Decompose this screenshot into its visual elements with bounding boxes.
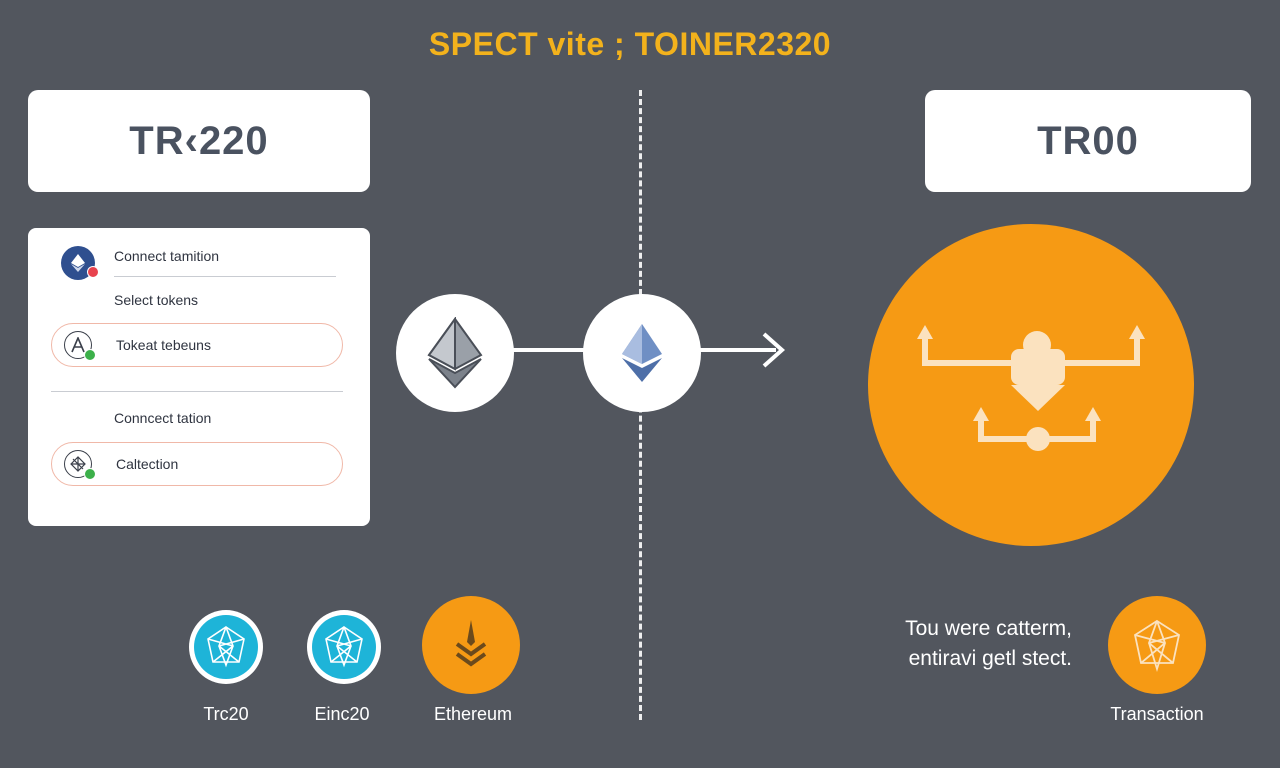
network-icon bbox=[64, 450, 96, 480]
step-connection-label: Conncect tation bbox=[114, 410, 212, 426]
status-dot bbox=[84, 468, 96, 480]
collection-option-label: Caltection bbox=[116, 456, 179, 472]
note-line-2: entiravi getl stect. bbox=[908, 647, 1072, 670]
status-note: Tou were catterm, entiravi getl stect. bbox=[860, 614, 1072, 674]
source-network-label: TR‹220 bbox=[129, 118, 269, 163]
ethereum-token[interactable] bbox=[422, 596, 520, 694]
status-dot bbox=[84, 349, 96, 361]
source-network-card: TR‹220 bbox=[28, 90, 370, 192]
crystal-icon bbox=[1133, 619, 1181, 673]
step-divider bbox=[114, 276, 336, 277]
flow-connector bbox=[508, 348, 588, 352]
token-option-button[interactable]: Tokeat tebeuns bbox=[51, 323, 343, 367]
flow-connector bbox=[700, 348, 776, 352]
notification-dot bbox=[87, 266, 99, 278]
arrow-right-icon bbox=[762, 332, 786, 368]
avatar bbox=[61, 246, 99, 280]
step-connect-label: Connect tamition bbox=[114, 248, 220, 264]
bridge-coin bbox=[583, 294, 701, 412]
transaction-button[interactable] bbox=[1108, 596, 1206, 694]
a-icon bbox=[64, 331, 96, 361]
crystal-icon bbox=[207, 626, 245, 668]
source-coin bbox=[396, 294, 514, 412]
erc20-token[interactable] bbox=[307, 610, 381, 684]
bridge-network-icon bbox=[917, 325, 1145, 451]
ethereum-outline-icon bbox=[427, 317, 483, 389]
step-select-label: Select tokens bbox=[114, 292, 199, 308]
crystal-icon bbox=[325, 626, 363, 668]
transaction-label: Transaction bbox=[1110, 704, 1204, 724]
ethereum-label: Ethereum bbox=[433, 704, 513, 724]
erc20-label: Einc20 bbox=[314, 704, 370, 724]
trc20-label: Trc20 bbox=[203, 704, 249, 724]
note-line-1: Tou were catterm, bbox=[905, 617, 1072, 640]
steps-panel: Connect tamition Select tokens Tokeat te… bbox=[28, 228, 370, 526]
ethereum-icon bbox=[622, 324, 662, 382]
target-network-card: TR00 bbox=[925, 90, 1251, 192]
token-option-label: Tokeat tebeuns bbox=[116, 337, 211, 353]
page-title: SPECT vite ; TOINER2320 bbox=[428, 26, 832, 62]
ethereum-icon bbox=[71, 254, 85, 272]
ethereum-icon bbox=[455, 620, 487, 667]
trc20-token[interactable] bbox=[189, 610, 263, 684]
target-network-label: TR00 bbox=[1037, 118, 1139, 163]
collection-option-button[interactable]: Caltection bbox=[51, 442, 343, 486]
transfer-hub bbox=[868, 224, 1194, 546]
section-divider bbox=[51, 391, 343, 392]
